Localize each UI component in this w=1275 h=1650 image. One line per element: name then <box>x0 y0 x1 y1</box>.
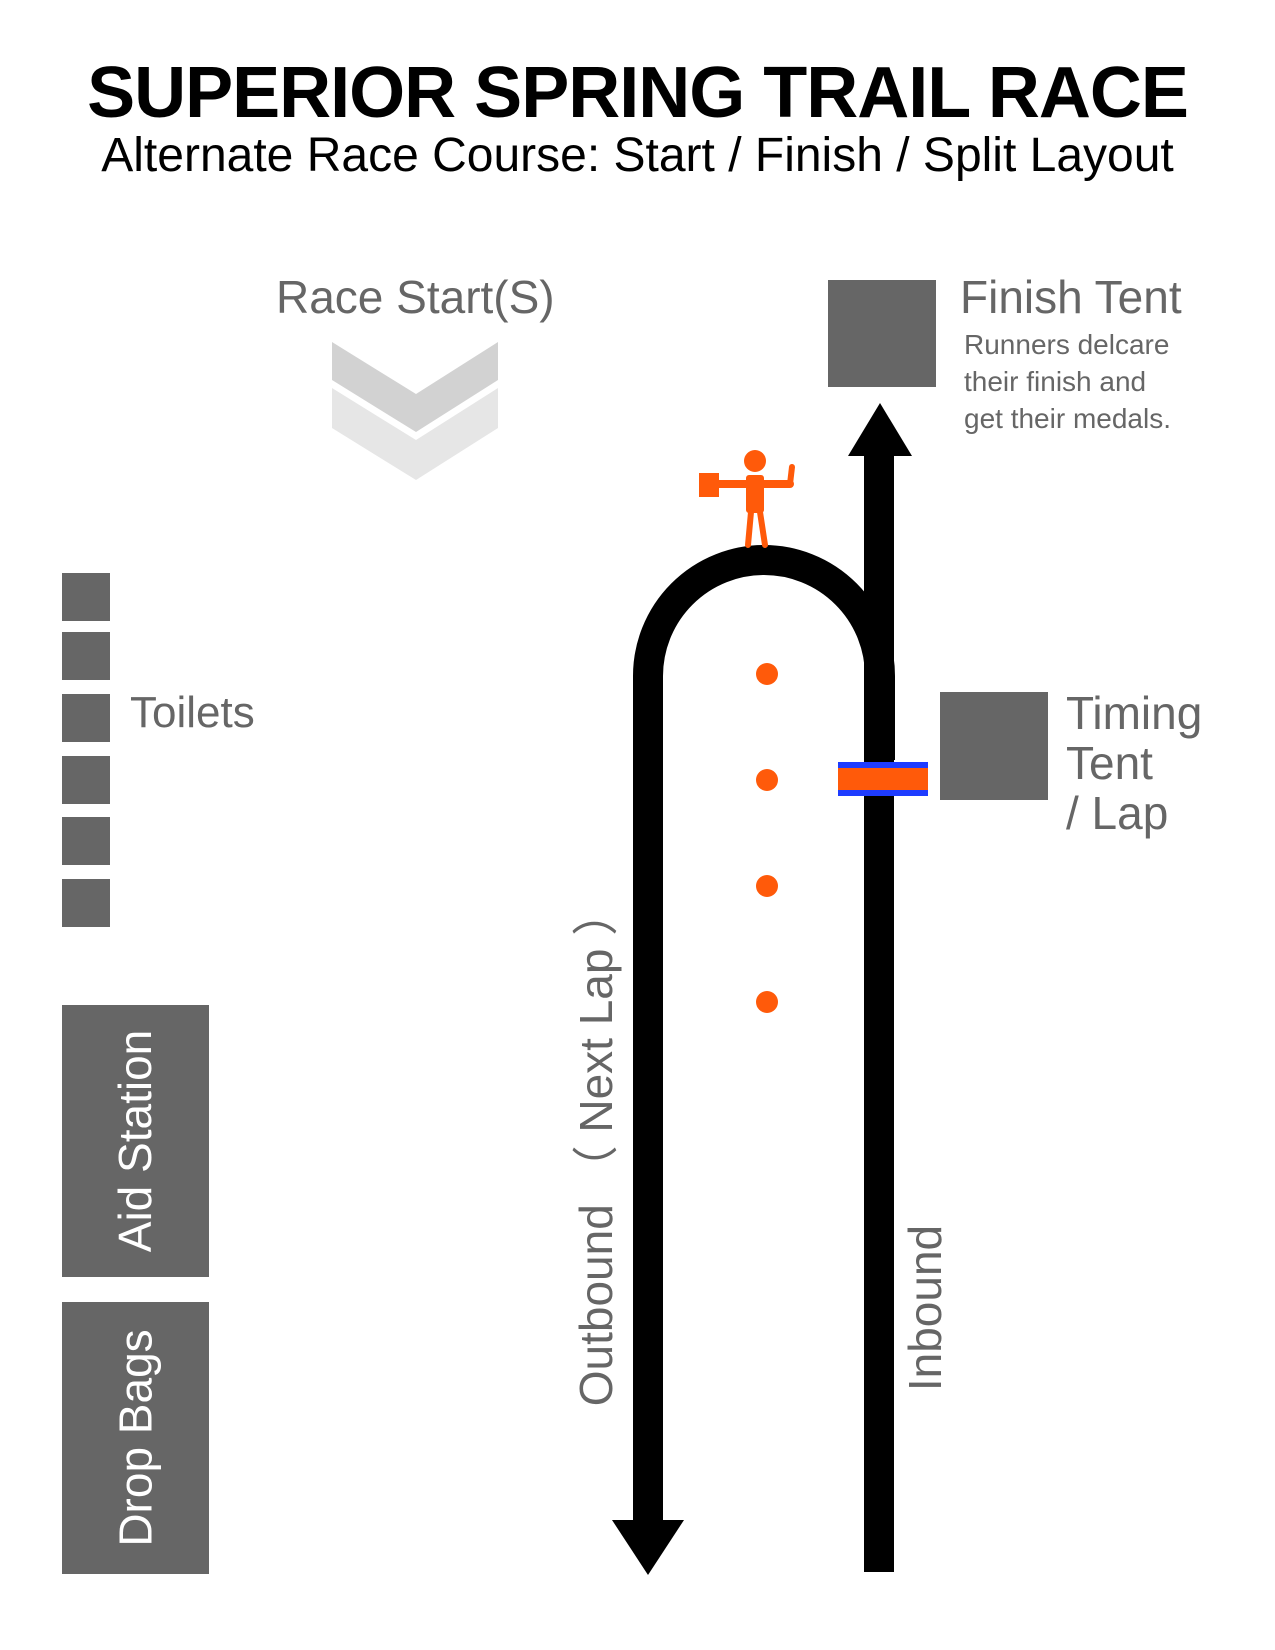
finish-arrow-icon <box>848 403 912 456</box>
race-start-label: Race Start(S) <box>276 271 555 323</box>
inbound-label: Inbound <box>899 1224 951 1392</box>
timing-tent <box>940 692 1048 800</box>
toilets-label: Toilets <box>130 688 255 737</box>
timing-label-line: Timing <box>1066 687 1203 739</box>
toilet <box>62 694 110 742</box>
timing-tent-label: Timing Tent / Lap <box>1066 688 1202 838</box>
timing-label-line: Tent <box>1066 737 1153 789</box>
finish-tent-description: Runners delcare their finish and get the… <box>964 326 1171 437</box>
page-subtitle: Alternate Race Course: Start / Finish / … <box>101 129 1174 182</box>
page-title: SUPERIOR SPRING TRAIL RACE <box>87 53 1189 133</box>
finish-description-line: Runners delcare <box>964 329 1170 360</box>
finish-tent-label: Finish Tent <box>960 271 1182 323</box>
outbound-arrow-icon <box>612 1520 684 1575</box>
inbound-path <box>864 448 894 1572</box>
timing-mat-icon <box>838 762 928 796</box>
flagger-person-icon <box>699 450 795 548</box>
toilet <box>62 756 110 804</box>
cone-marker <box>756 769 778 791</box>
cone-marker <box>756 663 778 685</box>
cone-marker <box>756 875 778 897</box>
cone-marker <box>756 991 778 1013</box>
drop-bags: Drop Bags <box>62 1302 209 1574</box>
toilet <box>62 573 110 621</box>
finish-tent <box>828 280 936 387</box>
double-chevron-down-icon <box>332 342 498 480</box>
outbound-path <box>633 545 895 1528</box>
timing-label-line: / Lap <box>1066 787 1169 839</box>
finish-description-line: their finish and <box>964 366 1147 397</box>
toilet <box>62 817 110 865</box>
aid-station: Aid Station <box>62 1005 209 1277</box>
toilet <box>62 632 110 680</box>
finish-description-line: get their medals. <box>964 403 1171 434</box>
outbound-label: Outbound （ Next Lap ） <box>570 889 622 1407</box>
toilet <box>62 879 110 927</box>
